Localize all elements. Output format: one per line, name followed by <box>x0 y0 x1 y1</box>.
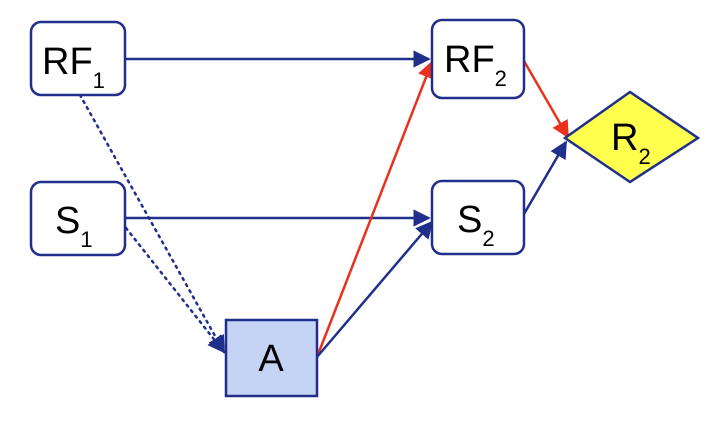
edge-s1-a-dotted <box>124 226 226 354</box>
node-a: A <box>224 318 319 398</box>
edge-rf1-a-dotted <box>78 93 226 354</box>
node-s1-label: S <box>55 200 80 242</box>
node-s2-subscript: 2 <box>482 226 494 251</box>
node-rf1: RF1 <box>29 20 127 97</box>
node-rf1-subscript: 1 <box>93 68 105 93</box>
svg-text:R2: R2 <box>611 117 651 169</box>
node-s2-label: S <box>457 199 482 241</box>
node-rf1-label: RF <box>42 41 93 83</box>
svg-text:S2: S2 <box>457 199 495 251</box>
svg-text:RF2: RF2 <box>444 39 507 91</box>
node-rf2-label: RF <box>444 39 495 81</box>
edge-a-s2 <box>316 220 434 358</box>
node-rf2-subscript: 2 <box>495 66 507 91</box>
node-rf2: RF2 <box>430 18 526 100</box>
svg-text:RF1: RF1 <box>42 41 105 93</box>
svg-text:S1: S1 <box>55 200 93 252</box>
node-r2-subscript: 2 <box>638 144 650 169</box>
node-a-label: A <box>258 338 284 380</box>
node-r2-label: R <box>611 117 638 159</box>
node-s2: S2 <box>430 179 526 256</box>
edge-rf2-r2 <box>522 60 570 139</box>
edge-s2-r2 <box>522 140 568 215</box>
node-s1: S1 <box>29 180 127 257</box>
edge-a-rf2 <box>315 60 435 358</box>
node-s1-subscript: 1 <box>80 227 92 252</box>
node-r2: R2 <box>562 90 701 184</box>
